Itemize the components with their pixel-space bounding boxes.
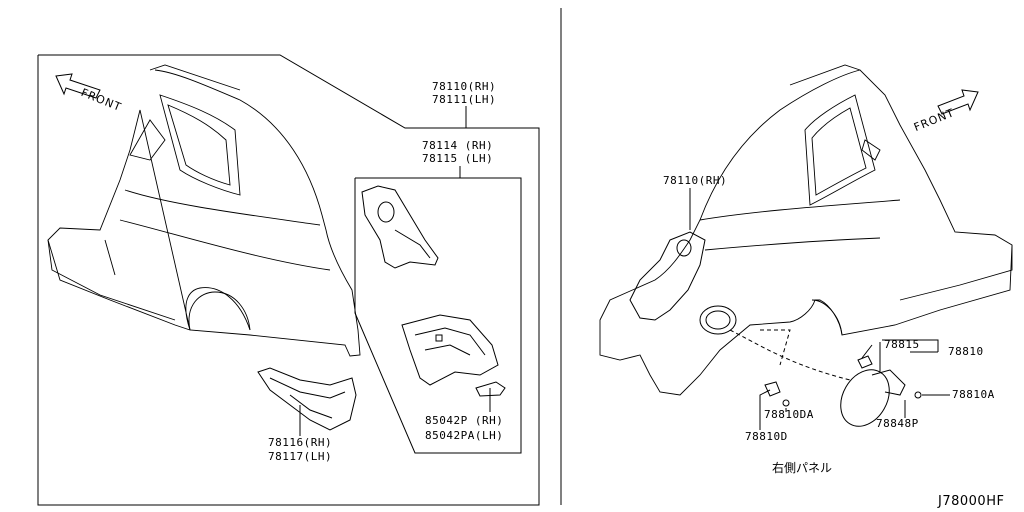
label-78815: 78815 — [884, 338, 920, 351]
label-78810a: 78810A — [952, 388, 995, 401]
caption-right-side-panel: 右側パネル — [772, 461, 833, 475]
label-78848p: 78848P — [876, 417, 919, 430]
label-78110-rh: 78110(RH) — [432, 80, 497, 93]
label-78111-lh: 78111(LH) — [432, 93, 497, 106]
part-78116-bracket — [257, 367, 357, 431]
left-quarter-panel — [47, 64, 361, 357]
label-78115-lh: 78115 (LH) — [422, 152, 494, 165]
right-quarter-panel — [599, 64, 1013, 396]
label-78810: 78810 — [948, 345, 984, 358]
left-panel-frame — [37, 54, 540, 506]
fuel-lid — [840, 355, 922, 427]
inset-frame — [354, 177, 522, 454]
label-78810da: 78810DA — [764, 408, 814, 421]
label-85042p-rh: 85042P (RH) — [425, 414, 504, 427]
label-78117-lh: 78117(LH) — [268, 450, 333, 463]
fuel-filler-housing — [629, 231, 737, 335]
part-78810d-clip — [764, 381, 790, 407]
label-85042pa-lh: 85042PA(LH) — [425, 429, 504, 442]
part-85042p-bracket — [475, 381, 506, 397]
label-78114-rh: 78114 (RH) — [422, 139, 494, 152]
diagram-code: J78000HF — [938, 494, 1005, 509]
part-78114-bracket — [361, 185, 439, 269]
front-arrow-icon-left — [55, 73, 101, 99]
label-78810d: 78810D — [745, 430, 788, 443]
front-arrow-icon-right — [937, 89, 979, 115]
label-78116-rh: 78116(RH) — [268, 436, 333, 449]
label-78110-rh-right: 78110(RH) — [663, 174, 728, 187]
part-78114-lower-bracket — [401, 314, 499, 386]
